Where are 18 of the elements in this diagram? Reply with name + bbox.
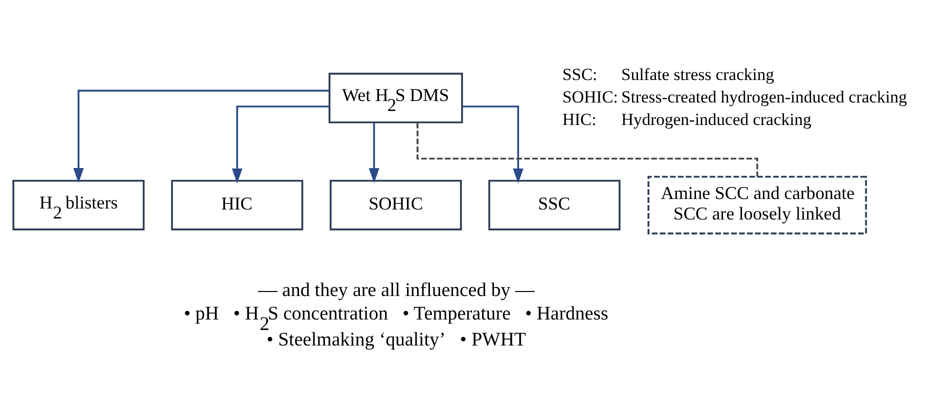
label: Stress-created hydrogen-induced cracking [621,87,908,106]
node-box: HIC [171,179,304,230]
node-box: SOHIC [330,179,462,230]
arrow [368,122,380,183]
arrow [73,89,330,183]
label: • pH • H [184,303,259,324]
label: Sulfate stress cracking [621,64,774,84]
node-box: Amine SCC and carbonate SCC are loosely linked [648,175,867,234]
label: SSC: [562,64,598,84]
label: • Steelmaking ‘quality’ • PWHT [266,329,526,350]
label: Hydrogen-induced cracking [621,110,812,129]
label: SOHIC: [562,87,618,106]
label: — and they are all influenced by — [258,279,534,300]
node-box: SSC [488,179,620,230]
label: HIC: [562,110,596,129]
arrow [232,105,330,183]
arrow [462,105,524,183]
connector [416,122,758,176]
